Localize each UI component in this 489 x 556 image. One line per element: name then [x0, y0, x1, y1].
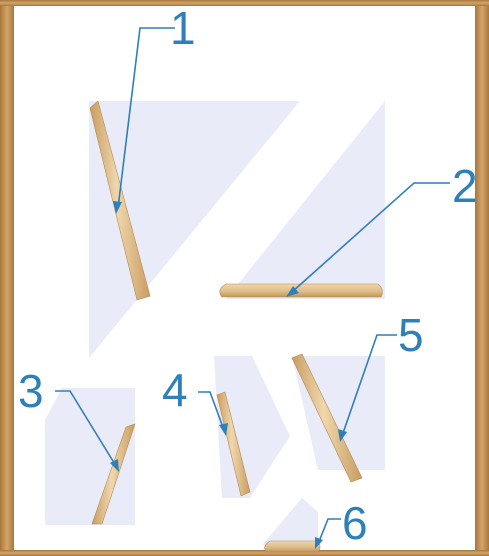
callout-2: 2: [452, 160, 478, 212]
callout-3: 3: [18, 365, 44, 417]
callout-6: 6: [342, 497, 368, 549]
stick-6: [265, 541, 320, 552]
stick-2: [220, 284, 383, 297]
callout-4: 4: [162, 364, 188, 416]
callout-1: 1: [170, 2, 196, 54]
callout-5: 5: [398, 309, 424, 361]
